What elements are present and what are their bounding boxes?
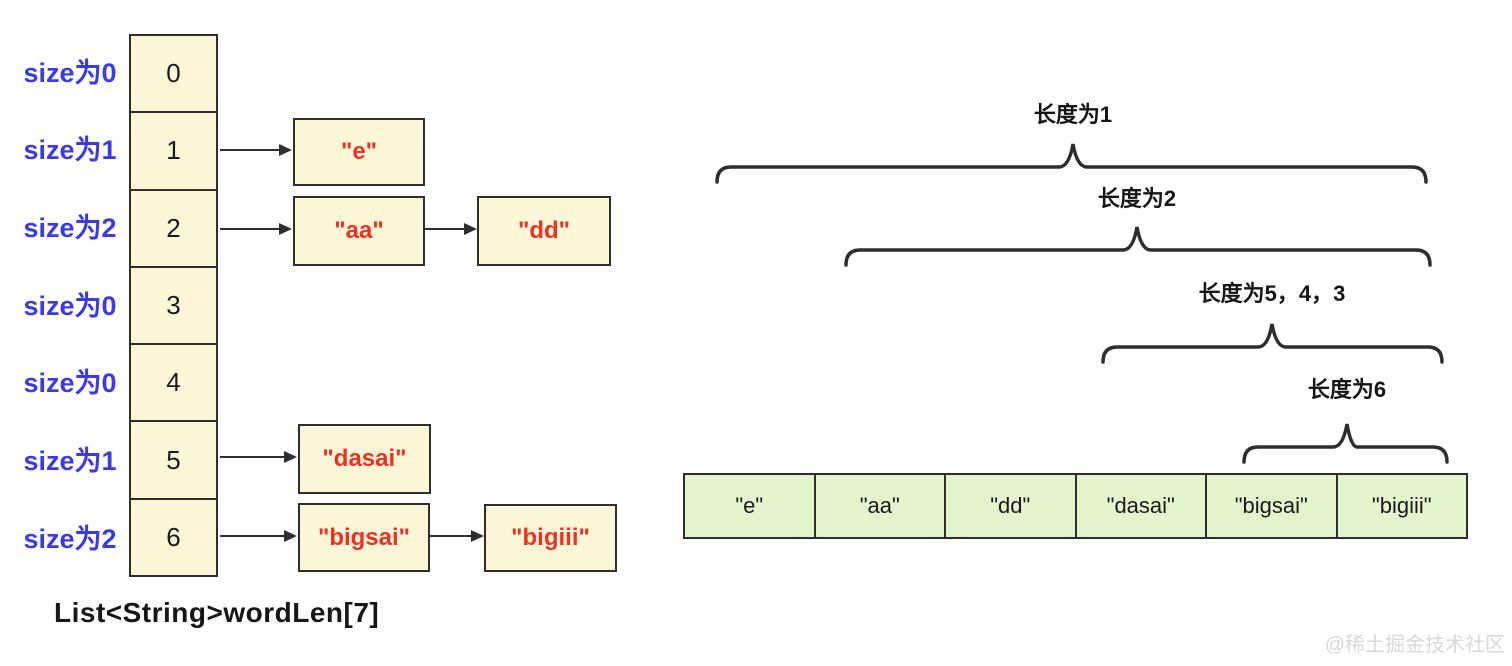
arrow-bigsai-to-bigiii: [428, 530, 484, 542]
result-cell-aa: "aa": [816, 475, 946, 537]
size-label-4: size为0: [23, 368, 117, 399]
array-caption: List<String>wordLen[7]: [54, 597, 380, 628]
size-label-3: size为0: [23, 290, 117, 321]
arrow-cell1-to-e: [220, 144, 292, 156]
size-label-6: size为2: [23, 523, 117, 554]
result-cell-bigsai: "bigsai": [1207, 475, 1338, 537]
wordlen-array: 0 1 2 3 4 5 6: [129, 34, 218, 577]
result-cell-dasai: "dasai": [1077, 475, 1207, 537]
array-cell-6: 6: [129, 497, 218, 577]
brace-label-len6: 长度为6: [1307, 377, 1387, 402]
brace-len2: [844, 226, 1432, 267]
arrow-cell6-to-bigsai: [220, 530, 297, 542]
array-cell-4: 4: [129, 343, 218, 423]
node-e: "e": [293, 118, 425, 186]
brace-len543: [1101, 323, 1444, 364]
word-result-array: "e" "aa" "dd" "dasai" "bigsai" "bigiii": [683, 473, 1468, 539]
size-label-5: size为1: [23, 445, 117, 476]
size-label-0: size为0: [23, 57, 117, 88]
arrow-aa-to-dd: [423, 223, 477, 235]
size-label-1: size为1: [23, 135, 117, 166]
arrow-cell2-to-aa: [220, 223, 292, 235]
brace-len1: [715, 143, 1428, 184]
array-cell-5: 5: [129, 420, 218, 500]
arrow-cell5-to-dasai: [220, 451, 297, 463]
node-aa: "aa": [293, 196, 425, 266]
brace-label-len1: 长度为1: [1033, 102, 1113, 127]
node-dd: "dd": [477, 196, 611, 266]
brace-len6: [1242, 423, 1449, 464]
size-label-2: size为2: [23, 213, 117, 243]
array-cell-1: 1: [129, 111, 218, 191]
result-cell-e: "e": [685, 475, 816, 537]
node-dasai: "dasai": [298, 424, 431, 494]
brace-label-len543: 长度为5，4，3: [1198, 281, 1346, 306]
array-cell-2: 2: [129, 188, 218, 268]
array-cell-0: 0: [129, 34, 218, 114]
node-bigiii: "bigiii": [484, 504, 617, 572]
array-cell-3: 3: [129, 265, 218, 346]
result-cell-bigiii: "bigiii": [1371, 493, 1432, 518]
watermark: @稀土掘金技术社区: [1324, 634, 1505, 656]
result-cell-dd: "dd": [946, 475, 1077, 537]
node-bigsai: "bigsai": [298, 503, 430, 572]
brace-label-len2: 长度为2: [1097, 186, 1177, 211]
